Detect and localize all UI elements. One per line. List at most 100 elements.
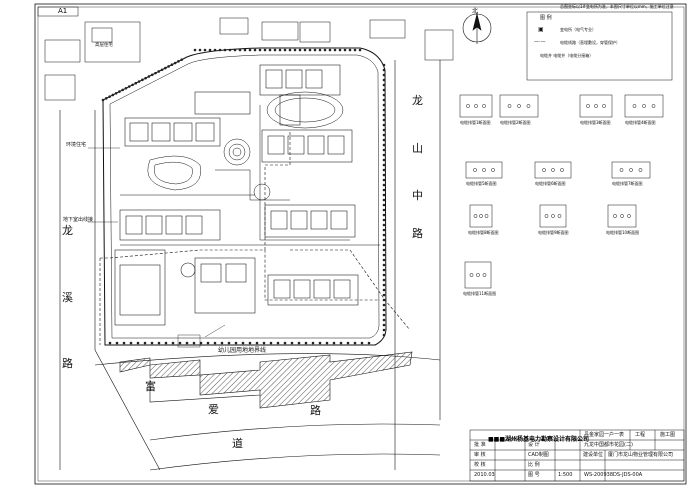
tree-mark <box>233 48 237 52</box>
tree-mark <box>318 48 322 52</box>
tree-mark <box>308 48 312 52</box>
east-road-name-2: 山 <box>412 142 423 155</box>
conduit-mark <box>560 168 564 172</box>
tree-mark <box>358 48 362 52</box>
tree-mark <box>238 48 242 52</box>
kindergarten-label: 幼儿园用地地界线 <box>218 347 267 354</box>
tree-mark <box>150 73 154 77</box>
tree-mark <box>141 78 144 82</box>
tree-mark <box>262 341 266 345</box>
tree-mark <box>101 98 105 102</box>
tree-mark <box>382 158 386 162</box>
row-left-1: 批 准 <box>474 442 486 448</box>
tree-mark <box>382 213 386 217</box>
tree-mark <box>137 80 141 83</box>
tree-mark <box>220 341 224 345</box>
tree-mark <box>353 48 357 52</box>
tree-mark <box>382 293 386 297</box>
row-mid-2: CAD制图 <box>528 452 549 458</box>
tree-mark <box>360 341 364 345</box>
tree-mark <box>382 78 386 82</box>
tree-line <box>101 48 386 345</box>
tree-mark <box>192 341 196 345</box>
tree-mark <box>167 65 170 68</box>
conduit-mark <box>642 104 646 108</box>
tree-mark <box>144 76 147 80</box>
tree-mark <box>382 138 386 142</box>
tree-mark <box>382 63 386 67</box>
tree-mark <box>199 341 203 345</box>
tree-mark <box>353 341 357 345</box>
tree-mark <box>382 153 386 157</box>
tree-mark <box>313 48 317 52</box>
tree-mark <box>325 341 329 345</box>
tree-mark <box>170 63 174 67</box>
detail-caption-11: 电缆排管11断面图 <box>463 291 497 296</box>
tree-mark <box>136 341 140 345</box>
tree-mark <box>382 168 386 172</box>
title-stage: 工程 <box>635 432 646 438</box>
tree-mark <box>147 75 151 78</box>
tree-mark <box>278 48 282 52</box>
detail-caption-5: 电缆排管5断面图 <box>466 181 497 186</box>
conduit-mark <box>517 104 521 108</box>
south-road-name-1: 富 <box>145 380 156 393</box>
conduit-mark <box>620 214 624 218</box>
callout-a-label: 环境住宅 <box>66 142 87 148</box>
conduit-mark <box>594 104 598 108</box>
tree-mark <box>297 341 301 345</box>
tree-mark <box>118 90 121 93</box>
tree-mark <box>382 268 386 272</box>
south-road-name-4: 道 <box>232 437 243 450</box>
tree-mark <box>154 71 157 75</box>
tree-mark <box>348 48 352 52</box>
tree-mark <box>304 341 308 345</box>
tree-mark <box>104 97 108 100</box>
tree-mark <box>382 93 386 97</box>
conduit-mark <box>469 273 474 277</box>
row-left-3: 校 核 <box>474 462 486 468</box>
tree-mark <box>382 113 386 117</box>
conduit-mark <box>491 168 495 172</box>
drawing-no: WS-200938DS-JDS-00A <box>584 472 643 478</box>
tree-mark <box>382 148 386 152</box>
tree-mark <box>318 341 322 345</box>
tree-mark <box>131 83 134 87</box>
tree-mark <box>382 313 386 317</box>
conduit-mark <box>619 168 624 172</box>
scale: 1:500 <box>558 472 573 478</box>
tree-mark <box>243 48 247 52</box>
tree-mark <box>382 273 386 277</box>
top-note: 总图坐标以1#变电所为准，本图尺寸单位以mm，施工单位注意 <box>560 4 674 9</box>
tree-mark <box>283 341 287 345</box>
date: 2010.03 <box>474 472 495 478</box>
tree-mark <box>234 341 238 345</box>
cable-routes <box>99 130 411 345</box>
tree-mark <box>164 66 167 70</box>
tree-mark <box>157 341 161 345</box>
tree-mark <box>382 243 386 247</box>
tree-mark <box>382 333 386 337</box>
tree-mark <box>263 48 267 52</box>
tree-mark <box>253 48 257 52</box>
tree-mark <box>218 48 222 52</box>
west-road-name-3: 路 <box>62 357 73 370</box>
tree-mark <box>290 341 294 345</box>
conduit-mark <box>482 168 486 172</box>
conduit-mark <box>627 214 631 218</box>
tree-mark <box>343 48 347 52</box>
conduit-mark <box>473 214 478 218</box>
tree-mark <box>382 173 386 177</box>
conduit-mark <box>638 168 643 172</box>
client: 厦门市龙山物业管理有限公司 <box>608 452 674 458</box>
detail-caption-9: 电缆排管9断面图 <box>538 230 569 235</box>
tree-mark <box>206 341 210 345</box>
conduit-mark <box>602 104 606 108</box>
title-stage-value: 施工图 <box>660 432 676 438</box>
conduit-mark <box>473 168 477 172</box>
tree-mark <box>124 86 128 90</box>
tree-mark <box>382 178 386 182</box>
tree-mark <box>298 48 302 52</box>
tree-mark <box>382 143 386 147</box>
legend-text-1: 变电所（电气专业） <box>560 27 596 32</box>
